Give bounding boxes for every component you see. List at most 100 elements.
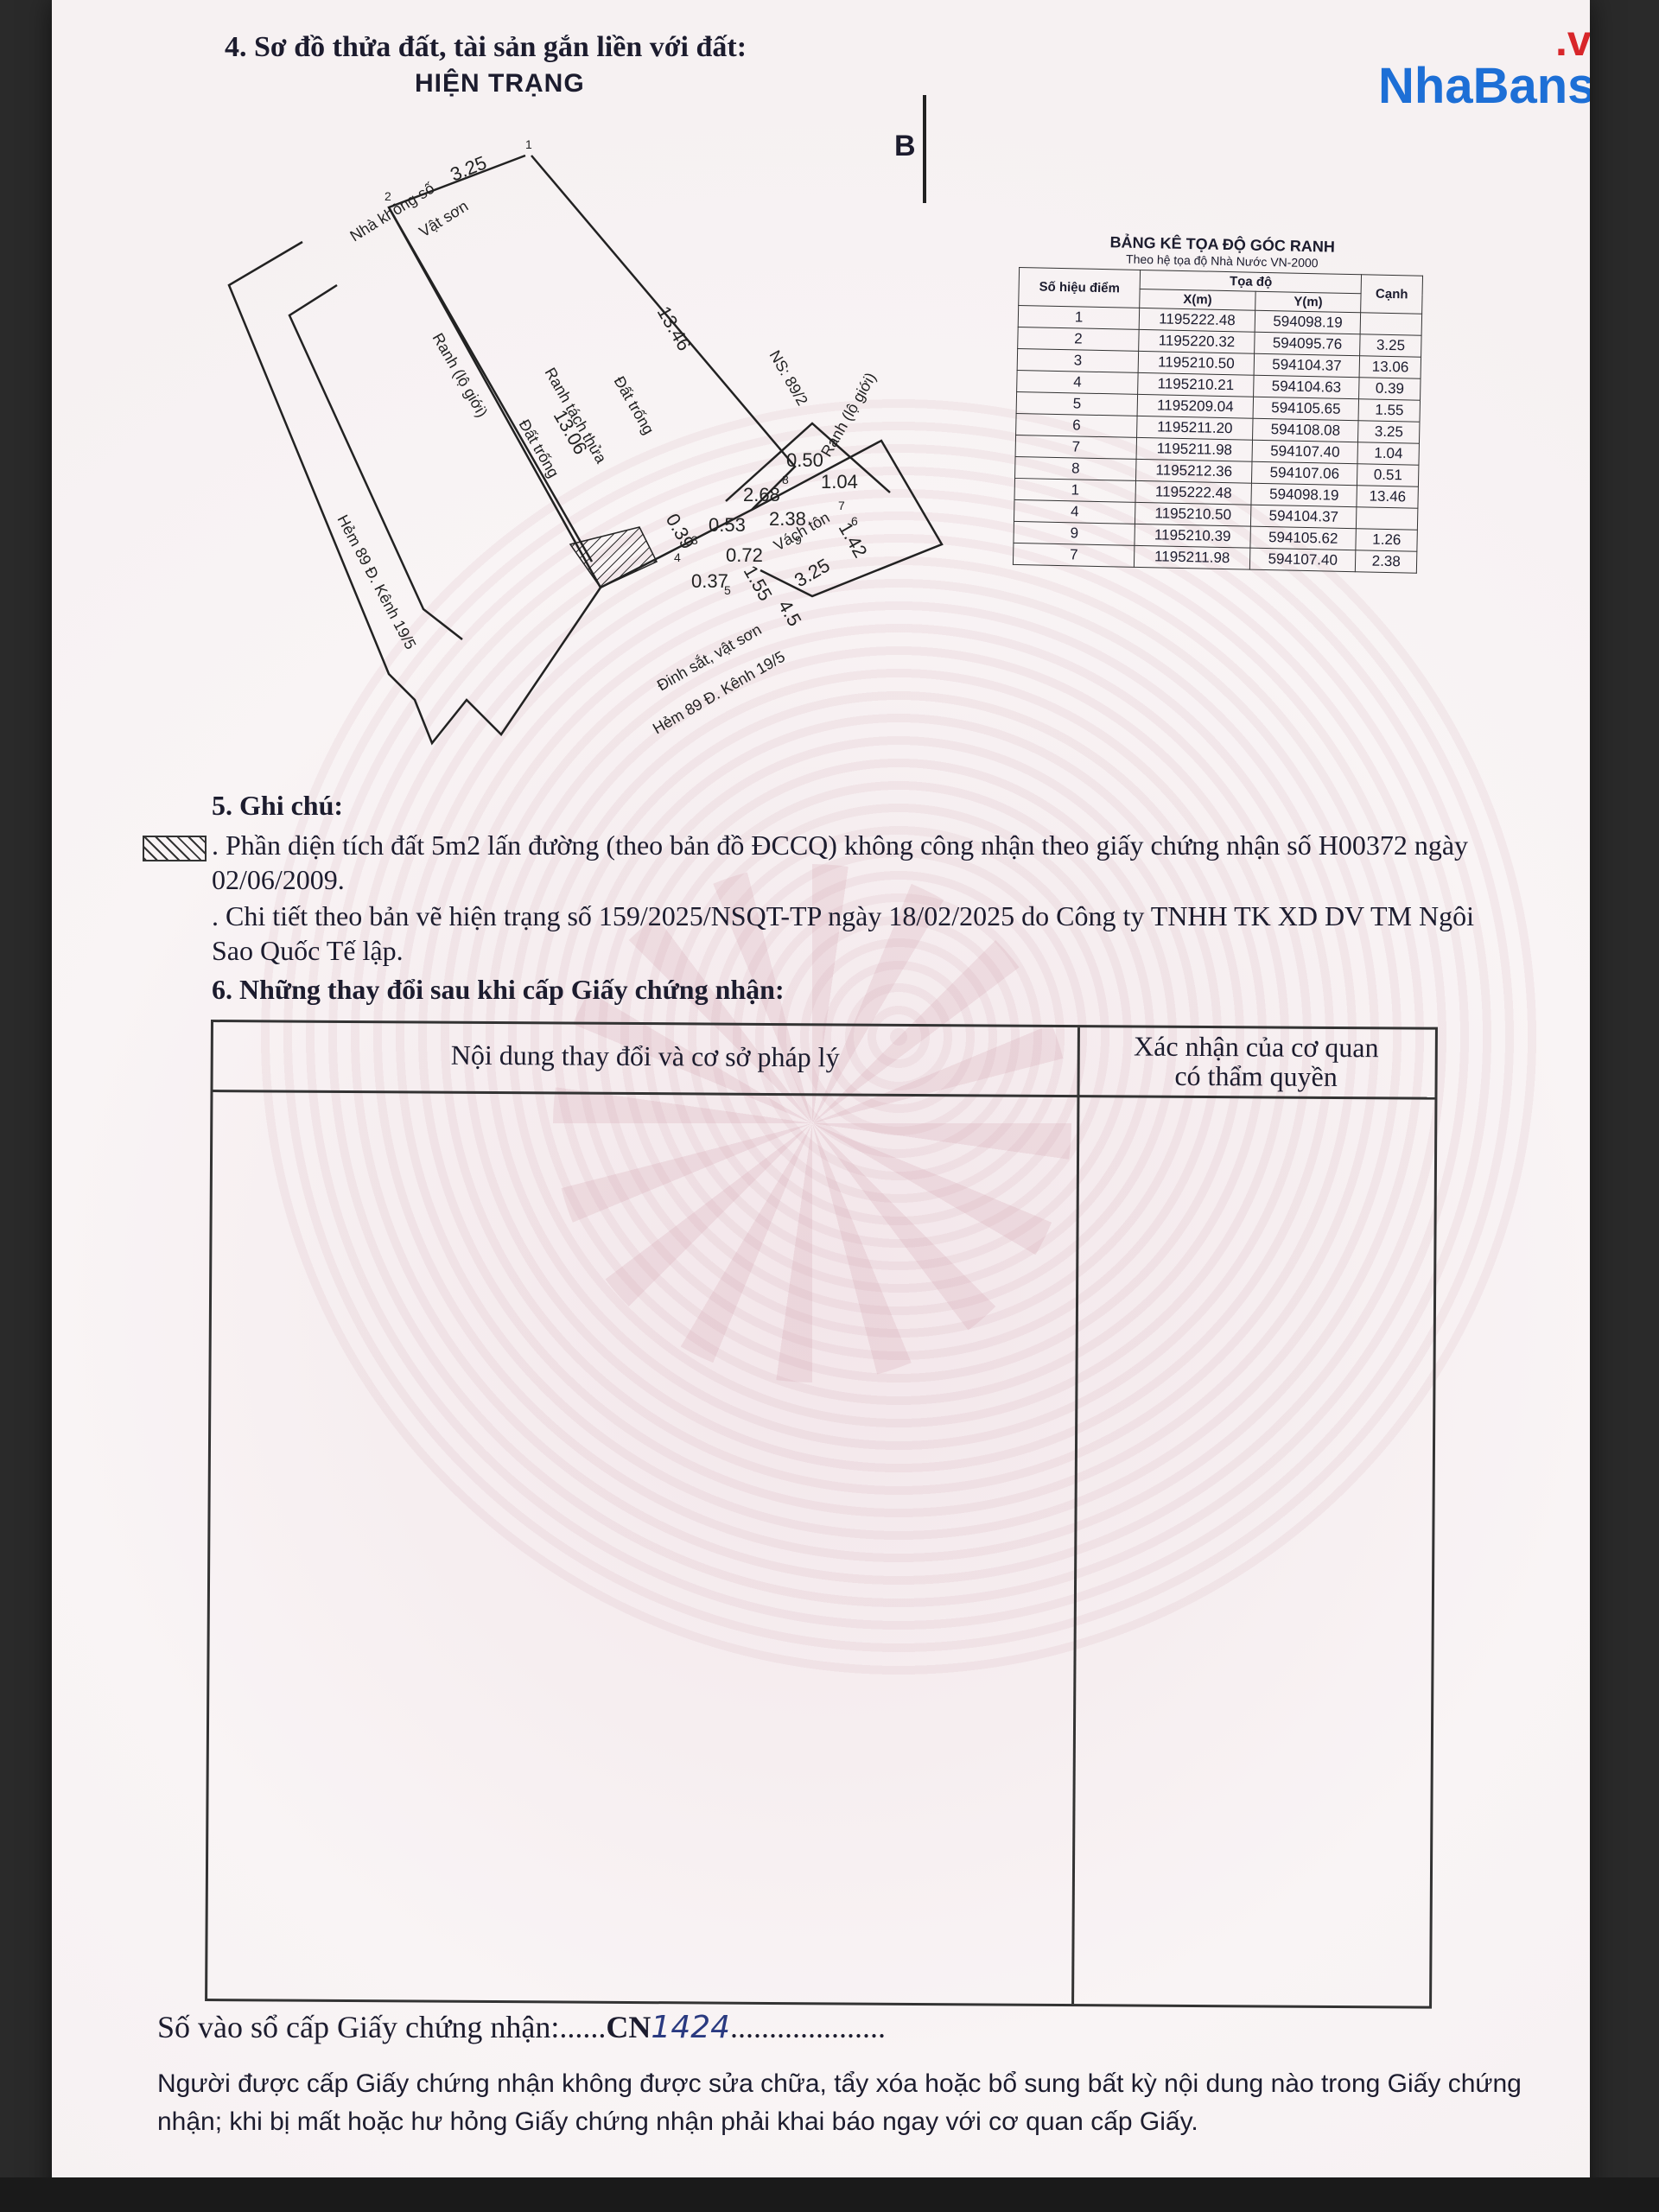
plot-diagram: Nhà không số Vật sơn 3.25 13.46 Ranh tác… bbox=[227, 138, 944, 746]
section-6-title: 6. Những thay đổi sau khi cấp Giấy chứng… bbox=[212, 974, 785, 1005]
coord-cell-x: 1195211.98 bbox=[1136, 437, 1253, 462]
point-3: 3 bbox=[691, 533, 698, 547]
drum-star-watermark bbox=[553, 864, 1071, 1382]
col-point: Số hiệu điểm bbox=[1018, 267, 1141, 308]
registry-prefix: CN bbox=[606, 2010, 652, 2044]
col-x: X(m) bbox=[1139, 289, 1256, 311]
coord-cell-y: 594098.19 bbox=[1250, 483, 1357, 507]
coord-cell-c: 2.38 bbox=[1355, 550, 1417, 574]
col-edge: Cạnh bbox=[1360, 274, 1423, 315]
note-1-text: . Phần diện tích đất 5m2 lấn đường (theo… bbox=[212, 830, 1469, 895]
changes-col-content bbox=[207, 1022, 1080, 2005]
note-2: . Chi tiết theo bản vẽ hiện trạng số 159… bbox=[212, 900, 1474, 966]
coord-cell-p: 9 bbox=[1013, 521, 1135, 546]
coord-cell-y: 594098.19 bbox=[1255, 310, 1361, 334]
coord-cell-y: 594104.37 bbox=[1253, 353, 1360, 378]
encroachment-hatch bbox=[569, 526, 658, 588]
coord-cell-x: 1195222.48 bbox=[1139, 308, 1255, 333]
col-y: Y(m) bbox=[1255, 291, 1362, 313]
coordinate-table: BẢNG KÊ TỌA ĐỘ GÓC RANH Theo hệ tọa độ N… bbox=[1013, 232, 1486, 575]
coord-cell-y: 594105.65 bbox=[1252, 397, 1359, 421]
coord-cell-p: 6 bbox=[1015, 413, 1138, 438]
dim-050: 0.50 bbox=[786, 449, 823, 471]
point-7: 7 bbox=[838, 499, 845, 512]
section-5-title: 5. Ghi chú: bbox=[212, 790, 344, 821]
point-5: 5 bbox=[724, 583, 731, 597]
background-strip bbox=[0, 2177, 1659, 2212]
point-9: 9 bbox=[795, 533, 802, 547]
neighbour-outline bbox=[227, 240, 602, 746]
coord-cell-p: 7 bbox=[1013, 543, 1135, 568]
coord-cell-x: 1195210.50 bbox=[1135, 502, 1251, 527]
parcel-outline bbox=[387, 154, 797, 589]
coord-cell-p: 3 bbox=[1017, 348, 1139, 373]
dim-155: 1.55 bbox=[740, 562, 777, 605]
coord-cell-c: 13.06 bbox=[1359, 355, 1421, 379]
coord-cell-x: 1195212.36 bbox=[1135, 459, 1252, 484]
dim-268: 2.68 bbox=[743, 484, 780, 505]
brand-tld: .vn bbox=[1555, 16, 1590, 65]
coord-cell-y: 594107.06 bbox=[1251, 461, 1358, 486]
paint-mark-label: Vật sơn bbox=[416, 197, 472, 240]
coord-cell-c: 0.51 bbox=[1357, 463, 1419, 487]
north-arrow-icon bbox=[923, 95, 926, 203]
dim-top: 3.25 bbox=[448, 151, 490, 185]
coord-cell-y: 594095.76 bbox=[1254, 332, 1361, 356]
coord-cell-y: 594105.62 bbox=[1249, 526, 1357, 550]
registry-label: Số vào sổ cấp Giấy chứng nhận:...... bbox=[157, 2010, 607, 2044]
registry-handwritten-number: 1424 bbox=[651, 2010, 731, 2045]
coord-cell-p: 2 bbox=[1017, 327, 1140, 352]
dim-037: 0.37 bbox=[691, 570, 728, 592]
coord-cell-c: 1.04 bbox=[1357, 442, 1420, 466]
coord-cell-p: 1 bbox=[1014, 478, 1136, 503]
north-label: B bbox=[894, 130, 916, 162]
coord-cell-x: 1195210.50 bbox=[1138, 351, 1255, 376]
coord-cell-y: 594104.37 bbox=[1250, 505, 1357, 529]
coord-cell-x: 1195211.20 bbox=[1136, 416, 1253, 441]
hatch-legend-icon bbox=[143, 835, 207, 861]
note-1: . Phần diện tích đất 5m2 lấn đường (theo… bbox=[143, 828, 1491, 897]
coord-cell-p: 8 bbox=[1014, 456, 1137, 481]
coord-cell-x: 1195220.32 bbox=[1138, 329, 1255, 354]
coord-cell-p: 4 bbox=[1016, 370, 1139, 395]
registry-number: Số vào sổ cấp Giấy chứng nhận:......CN14… bbox=[157, 2009, 886, 2045]
coord-cell-x: 1195210.21 bbox=[1137, 372, 1254, 397]
coord-cell-c: 3.25 bbox=[1359, 334, 1422, 358]
coord-cell-c bbox=[1360, 312, 1422, 336]
dim-104: 1.04 bbox=[821, 471, 858, 493]
empty-land-1: Đất trống bbox=[611, 373, 658, 437]
point-1: 1 bbox=[525, 138, 532, 151]
dim-238: 2.38 bbox=[769, 508, 806, 530]
coord-cell-c: 1.26 bbox=[1356, 528, 1418, 552]
point-6: 6 bbox=[851, 514, 858, 528]
changes-col2-line2: có thẩm quyền bbox=[1174, 1059, 1338, 1092]
coord-cell-c: 13.46 bbox=[1357, 485, 1419, 509]
coord-cell-p: 4 bbox=[1014, 499, 1136, 524]
coord-cell-y: 594107.40 bbox=[1249, 548, 1357, 572]
dim-072: 0.72 bbox=[726, 544, 763, 566]
dim-right-long: 13.46 bbox=[653, 302, 696, 354]
coord-cell-c: 0.39 bbox=[1358, 377, 1421, 401]
alley-label-2: Hẻm 89 Đ. Kênh 19/5 bbox=[334, 512, 419, 652]
dim-053: 0.53 bbox=[709, 514, 746, 536]
split-line bbox=[387, 207, 594, 563]
coord-cell-c: 3.25 bbox=[1357, 420, 1420, 444]
warning-text: Người được cấp Giấy chứng nhận không đượ… bbox=[157, 2069, 1522, 2136]
certificate-page: 4. Sơ đồ thửa đất, tài sản gắn liền với … bbox=[52, 0, 1590, 2212]
dim-45: 4.5 bbox=[774, 596, 806, 630]
registry-dots: .................... bbox=[730, 2010, 887, 2044]
coord-cell-x: 1195210.39 bbox=[1135, 524, 1251, 549]
coord-cell-c: 1.55 bbox=[1358, 398, 1421, 423]
coord-cell-p: 5 bbox=[1016, 391, 1138, 416]
brand-logo: NhaBansg bbox=[1378, 58, 1590, 114]
dim-325-bottom: 3.25 bbox=[791, 554, 834, 591]
coord-cell-y: 594108.08 bbox=[1252, 418, 1359, 442]
coord-cell-c bbox=[1356, 506, 1418, 531]
changes-col1-header: Nội dung thay đổi và cơ sở pháp lý bbox=[450, 1039, 840, 1073]
changes-col2-header: Xác nhận của cơ quan có thẩm quyền bbox=[1080, 1031, 1433, 1092]
section-4-title: 4. Sơ đồ thửa đất, tài sản gắn liền với … bbox=[225, 31, 747, 63]
coord-cell-y: 594104.63 bbox=[1253, 375, 1360, 399]
section-4-subtitle: HIỆN TRẠNG bbox=[415, 69, 585, 98]
coord-cell-p: 1 bbox=[1018, 305, 1140, 330]
changes-table: Nội dung thay đổi và cơ sở pháp lý Xác n… bbox=[205, 1020, 1438, 2009]
